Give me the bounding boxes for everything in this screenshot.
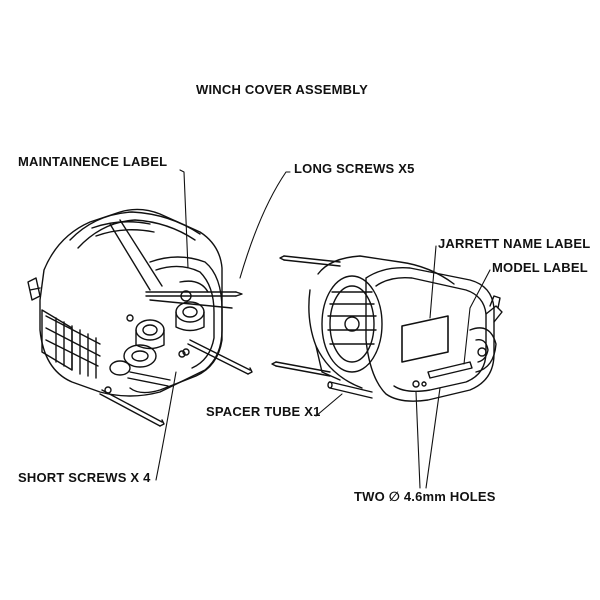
- left-winch-assembly: [27, 208, 253, 427]
- jarrett-name-label-callout: JARRETT NAME LABEL: [438, 236, 591, 251]
- two-holes-callout: TWO ∅ 4.6mm HOLES: [354, 489, 496, 504]
- diagram-title: WINCH COVER ASSEMBLY: [196, 82, 369, 97]
- right-winch-assembly: [271, 255, 503, 402]
- spacer-tube-callout: SPACER TUBE X1: [206, 404, 321, 419]
- model-label-callout: MODEL LABEL: [492, 260, 588, 275]
- short-screws-callout: SHORT SCREWS X 4: [18, 470, 151, 485]
- leader-lines: [155, 169, 491, 489]
- long-screws-callout: LONG SCREWS X5: [294, 161, 415, 176]
- maintainence-label-callout: MAINTAINENCE LABEL: [18, 154, 168, 169]
